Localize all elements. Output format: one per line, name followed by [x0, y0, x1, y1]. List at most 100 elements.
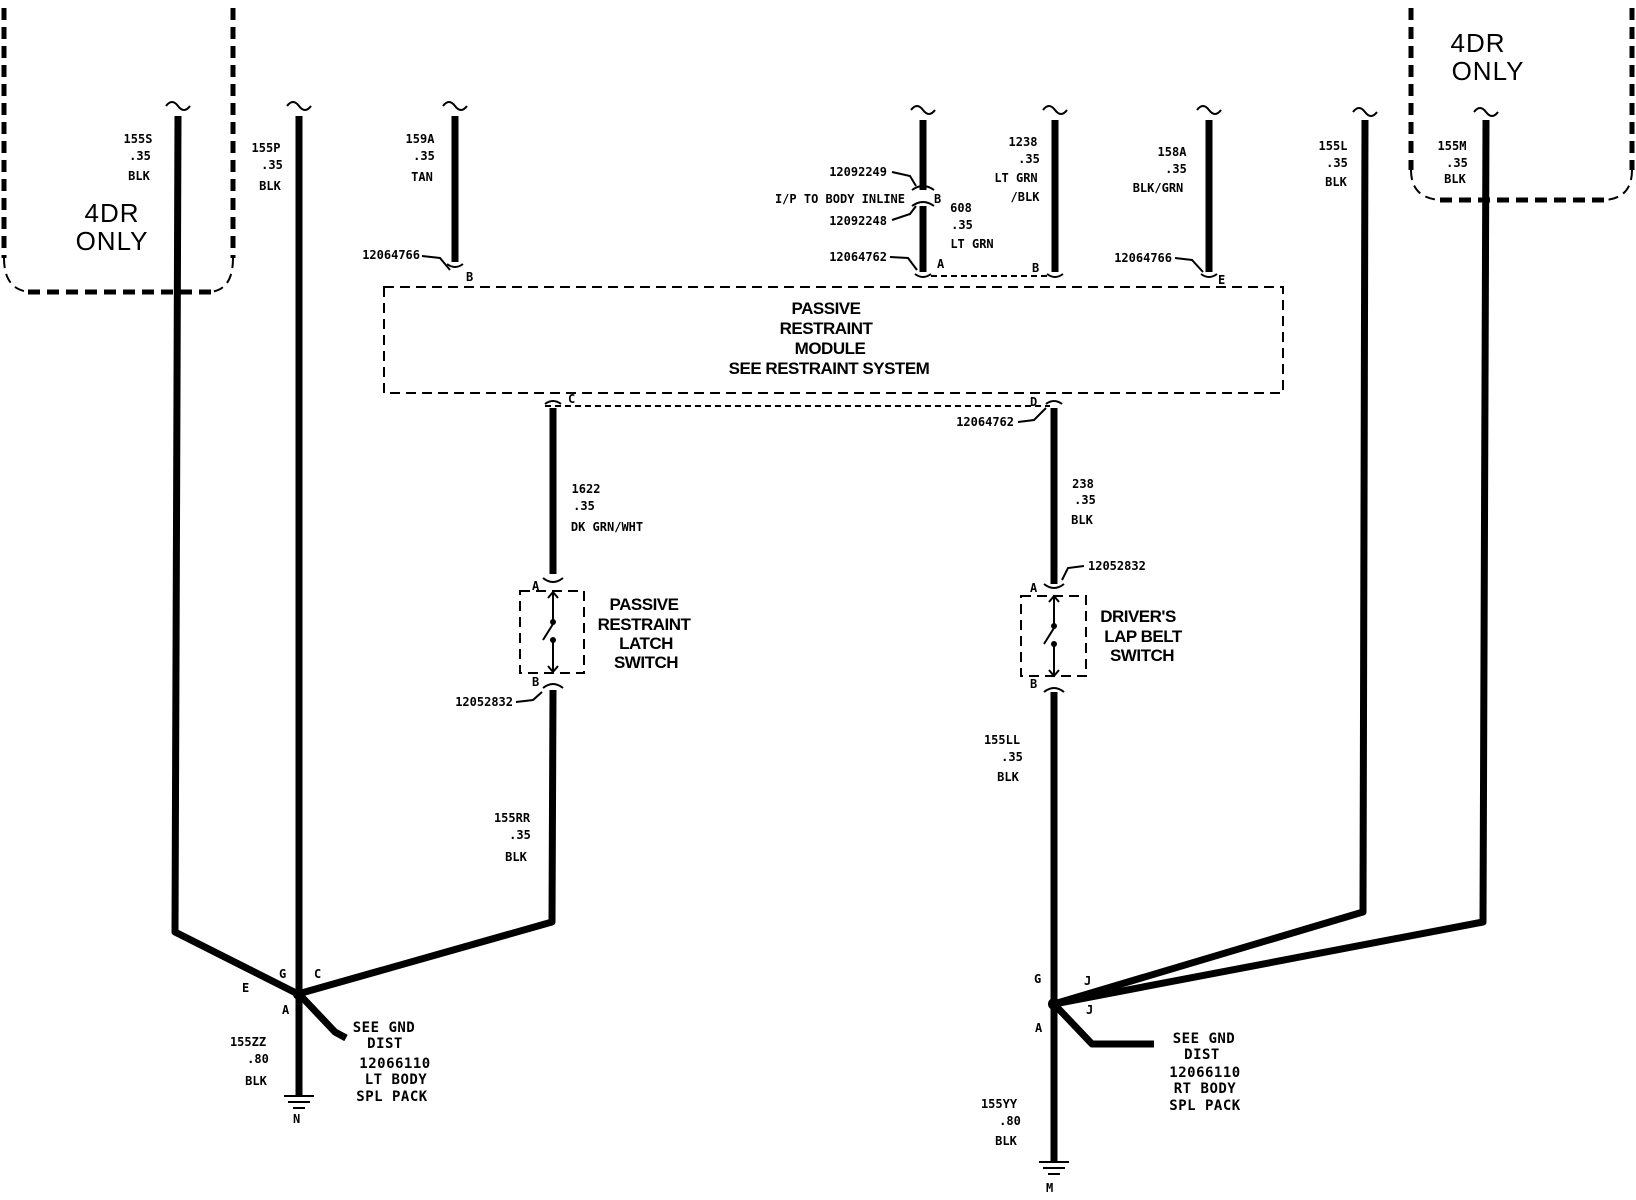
wire-155m-id: 155M: [1438, 139, 1467, 153]
drivers-lap-belt-switch: A B DRIVER'S LAP BELT SWITCH: [1020, 581, 1183, 693]
right-splice-node: [1048, 998, 1060, 1010]
right-gnd-note-line1: SEE GND: [1173, 1031, 1236, 1047]
wire-155s: [171, 115, 300, 998]
wire-155l-color: BLK: [1325, 175, 1347, 189]
wire-1622-gauge: .35: [573, 499, 595, 513]
lapbelt-switch-pin-b: B: [1030, 677, 1037, 691]
right-4dr-only-region: 4DR ONLY: [1408, 8, 1635, 203]
wire-155l-id: 155L: [1319, 139, 1348, 153]
latch-switch-pin-b: B: [532, 675, 539, 689]
inline-connector-mark-bottom: [911, 201, 935, 207]
wire-1622-id: 1622: [572, 482, 601, 496]
module-pin-b-left: B: [466, 270, 473, 284]
left-gnd-note-line5: SPL PACK: [356, 1089, 428, 1105]
connector-12052832-left: 12052832: [455, 695, 513, 709]
wire-155yy-gauge: .80: [999, 1114, 1021, 1128]
right-ground-note: SEE GND DIST 12066110 RT BODY SPL PACK: [1169, 1031, 1241, 1114]
wire-155p-color: BLK: [259, 179, 281, 193]
right-gnd-note-line2: DIST: [1184, 1047, 1220, 1063]
wire-155zz-id: 155ZZ: [230, 1035, 266, 1049]
label-155yy: 155YY .80 BLK: [981, 1097, 1021, 1148]
lapbelt-switch-line2: LAP BELT: [1104, 627, 1183, 646]
wire-1238-stripe: /BLK: [1011, 190, 1041, 204]
left-4dr-note-line1: 4DR: [84, 198, 139, 228]
wire-155rr: [297, 689, 557, 998]
wire-1238-id: 1238: [1009, 135, 1038, 149]
connector-12052832-right: 12052832: [1088, 559, 1146, 573]
left-splice-node: [293, 988, 305, 1000]
label-155l: 155L .35 BLK: [1319, 139, 1348, 189]
wire-238-color: BLK: [1071, 513, 1093, 527]
right-4dr-note-line1: 4DR: [1450, 28, 1505, 58]
wire-158a-gauge: .35: [1165, 162, 1187, 176]
right-gnd-note-line5: SPL PACK: [1169, 1098, 1241, 1114]
right-ground-icon: [1039, 1161, 1069, 1175]
wire-608-id: 608: [950, 201, 972, 215]
module-line2: RESTRAINT: [780, 319, 874, 338]
connector-12092249: 12092249: [829, 165, 887, 179]
wire-1238-color: LT GRN: [994, 171, 1037, 185]
wire-155s-id: 155S: [124, 132, 153, 146]
left-splice-pin-e: E: [242, 981, 249, 995]
wire-155s-gauge: .35: [129, 149, 151, 163]
wire-608-color: LT GRN: [950, 237, 993, 251]
wire-1238-gauge: .35: [1018, 152, 1040, 166]
inline-connector-label: I/P TO BODY INLINE: [775, 192, 905, 206]
label-155p: 155P .35 BLK: [252, 141, 283, 193]
module-line3: MODULE: [795, 339, 866, 358]
lapbelt-switch-line3: SWITCH: [1110, 646, 1174, 665]
wire-158a-color: BLK/GRN: [1133, 181, 1184, 195]
right-gnd-note-line3: 12066110: [1169, 1065, 1240, 1081]
left-ground-icon: [284, 1095, 314, 1109]
leader-12052832-left: [515, 691, 543, 703]
latch-switch-line1: PASSIVE: [610, 595, 679, 614]
wire-break-marks: [165, 101, 1499, 117]
label-608: 608 .35 LT GRN: [950, 201, 994, 251]
label-159a: 159A .35 TAN: [406, 132, 436, 184]
left-splice-pin-g: G: [279, 967, 286, 981]
inline-connector-pin: B: [934, 192, 941, 206]
leader-12064762-bottom: [1017, 407, 1047, 423]
wire-155l: [1053, 119, 1369, 1008]
leader-12064766-right: [1174, 257, 1204, 273]
left-gnd-note-line1: SEE GND: [353, 1020, 416, 1036]
leader-12052832-right: [1061, 565, 1085, 581]
wire-155ll-id: 155LL: [984, 733, 1020, 747]
wire-159a-gauge: .35: [413, 149, 435, 163]
pin-mark-a: [914, 273, 932, 278]
left-ground-note: SEE GND DIST 12066110 LT BODY SPL PACK: [353, 1020, 430, 1105]
latch-switch-pin-a: A: [532, 579, 540, 593]
right-ground-label: M: [1046, 1181, 1053, 1195]
right-splice-pin-j2: J: [1086, 1003, 1093, 1017]
wire-155m: [1053, 119, 1490, 1008]
module-pin-b-top: B: [1032, 261, 1039, 275]
module-pin-a: A: [937, 257, 945, 271]
left-4dr-only-region: 4DR ONLY: [1, 8, 236, 295]
wire-right-gnd-dist: [1051, 1001, 1154, 1048]
right-splice-pin-a: A: [1035, 1021, 1043, 1035]
wire-155ll-color: BLK: [997, 770, 1019, 784]
inline-connector-mark-top: [911, 185, 935, 191]
lapbelt-switch-top-mark: [1043, 583, 1065, 589]
wire-155m-color: BLK: [1444, 172, 1466, 186]
wire-155l-gauge: .35: [1326, 156, 1348, 170]
pin-mark-e: [1200, 273, 1218, 278]
connector-12064762-bottom: 12064762: [956, 415, 1014, 429]
pin-mark-d: [1045, 400, 1063, 405]
left-4dr-note-line2: ONLY: [76, 226, 149, 256]
lapbelt-switch-pin-a: A: [1030, 581, 1038, 595]
latch-switch-line2: RESTRAINT: [598, 615, 692, 634]
passive-restraint-latch-switch: A B PASSIVE RESTRAINT LATCH SWITCH: [519, 577, 692, 689]
pin-mark-b: [1046, 273, 1064, 278]
lapbelt-switch-bottom-mark: [1043, 687, 1065, 693]
connector-12092248: 12092248: [829, 214, 887, 228]
left-gnd-note-line4: LT BODY: [365, 1072, 428, 1088]
label-155m: 155M .35 BLK: [1438, 139, 1468, 186]
label-155rr: 155RR .35 BLK: [494, 811, 531, 864]
wire-155p-id: 155P: [252, 141, 281, 155]
module-line1: PASSIVE: [792, 299, 861, 318]
left-gnd-note-line3: 12066110: [359, 1056, 430, 1072]
wire-608-gauge: .35: [951, 218, 973, 232]
module-pin-e: E: [1218, 273, 1225, 287]
